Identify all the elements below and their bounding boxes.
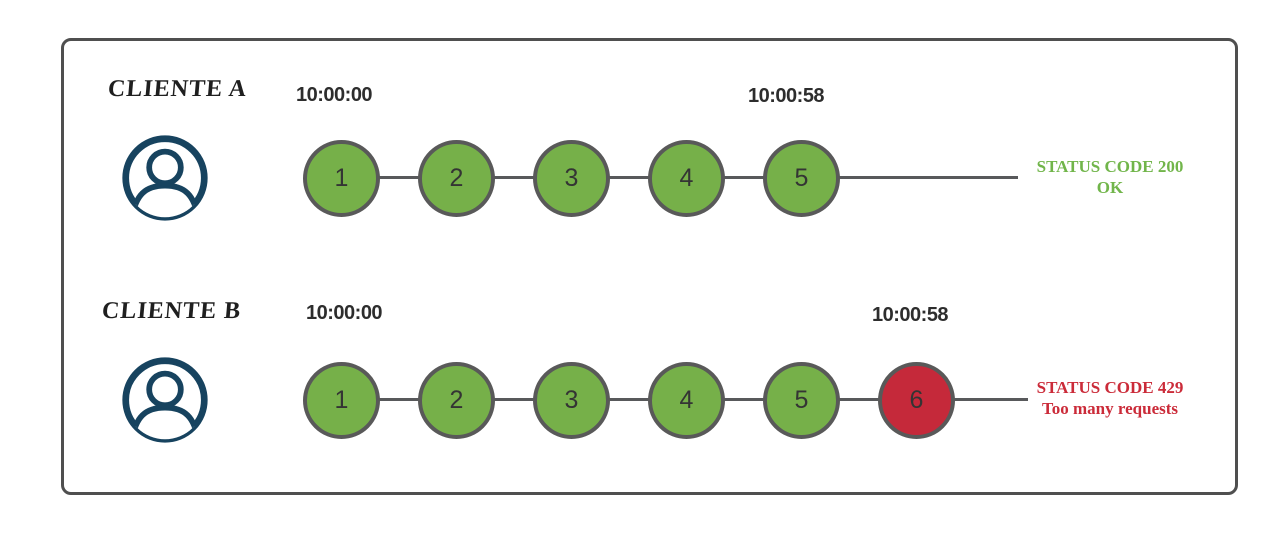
request-circle: 3 xyxy=(533,140,610,217)
request-circle: 1 xyxy=(303,362,380,439)
timestamp-start: 10:00:00 xyxy=(296,84,373,106)
request-circle: 2 xyxy=(418,362,495,439)
status-code-line: STATUS CODE 429 xyxy=(1036,378,1184,397)
request-circle: 4 xyxy=(648,140,725,217)
client-a-label: CLIENTE A xyxy=(106,76,249,102)
timestamp-start: 10:00:00 xyxy=(306,302,383,324)
status-text-error: STATUS CODE 429 Too many requests xyxy=(1021,377,1199,419)
status-code-line: STATUS CODE 200 xyxy=(1036,157,1184,176)
timestamp-end: 10:00:58 xyxy=(748,85,825,107)
user-circle-icon xyxy=(122,135,208,221)
request-circle: 4 xyxy=(648,362,725,439)
timestamp-end: 10:00:58 xyxy=(872,304,949,326)
request-circle: 5 xyxy=(763,140,840,217)
client-b-label: CLIENTE B xyxy=(100,298,243,324)
request-circle: 1 xyxy=(303,140,380,217)
request-circle: 2 xyxy=(418,140,495,217)
status-text-ok: STATUS CODE 200 OK xyxy=(1021,156,1199,198)
user-circle-icon xyxy=(122,357,208,443)
request-circle: 3 xyxy=(533,362,610,439)
status-message-line: Too many requests xyxy=(1041,399,1179,418)
status-message-line: OK xyxy=(1096,178,1124,197)
request-circle: 5 xyxy=(763,362,840,439)
diagram-frame xyxy=(61,38,1238,495)
request-circle-error: 6 xyxy=(878,362,955,439)
